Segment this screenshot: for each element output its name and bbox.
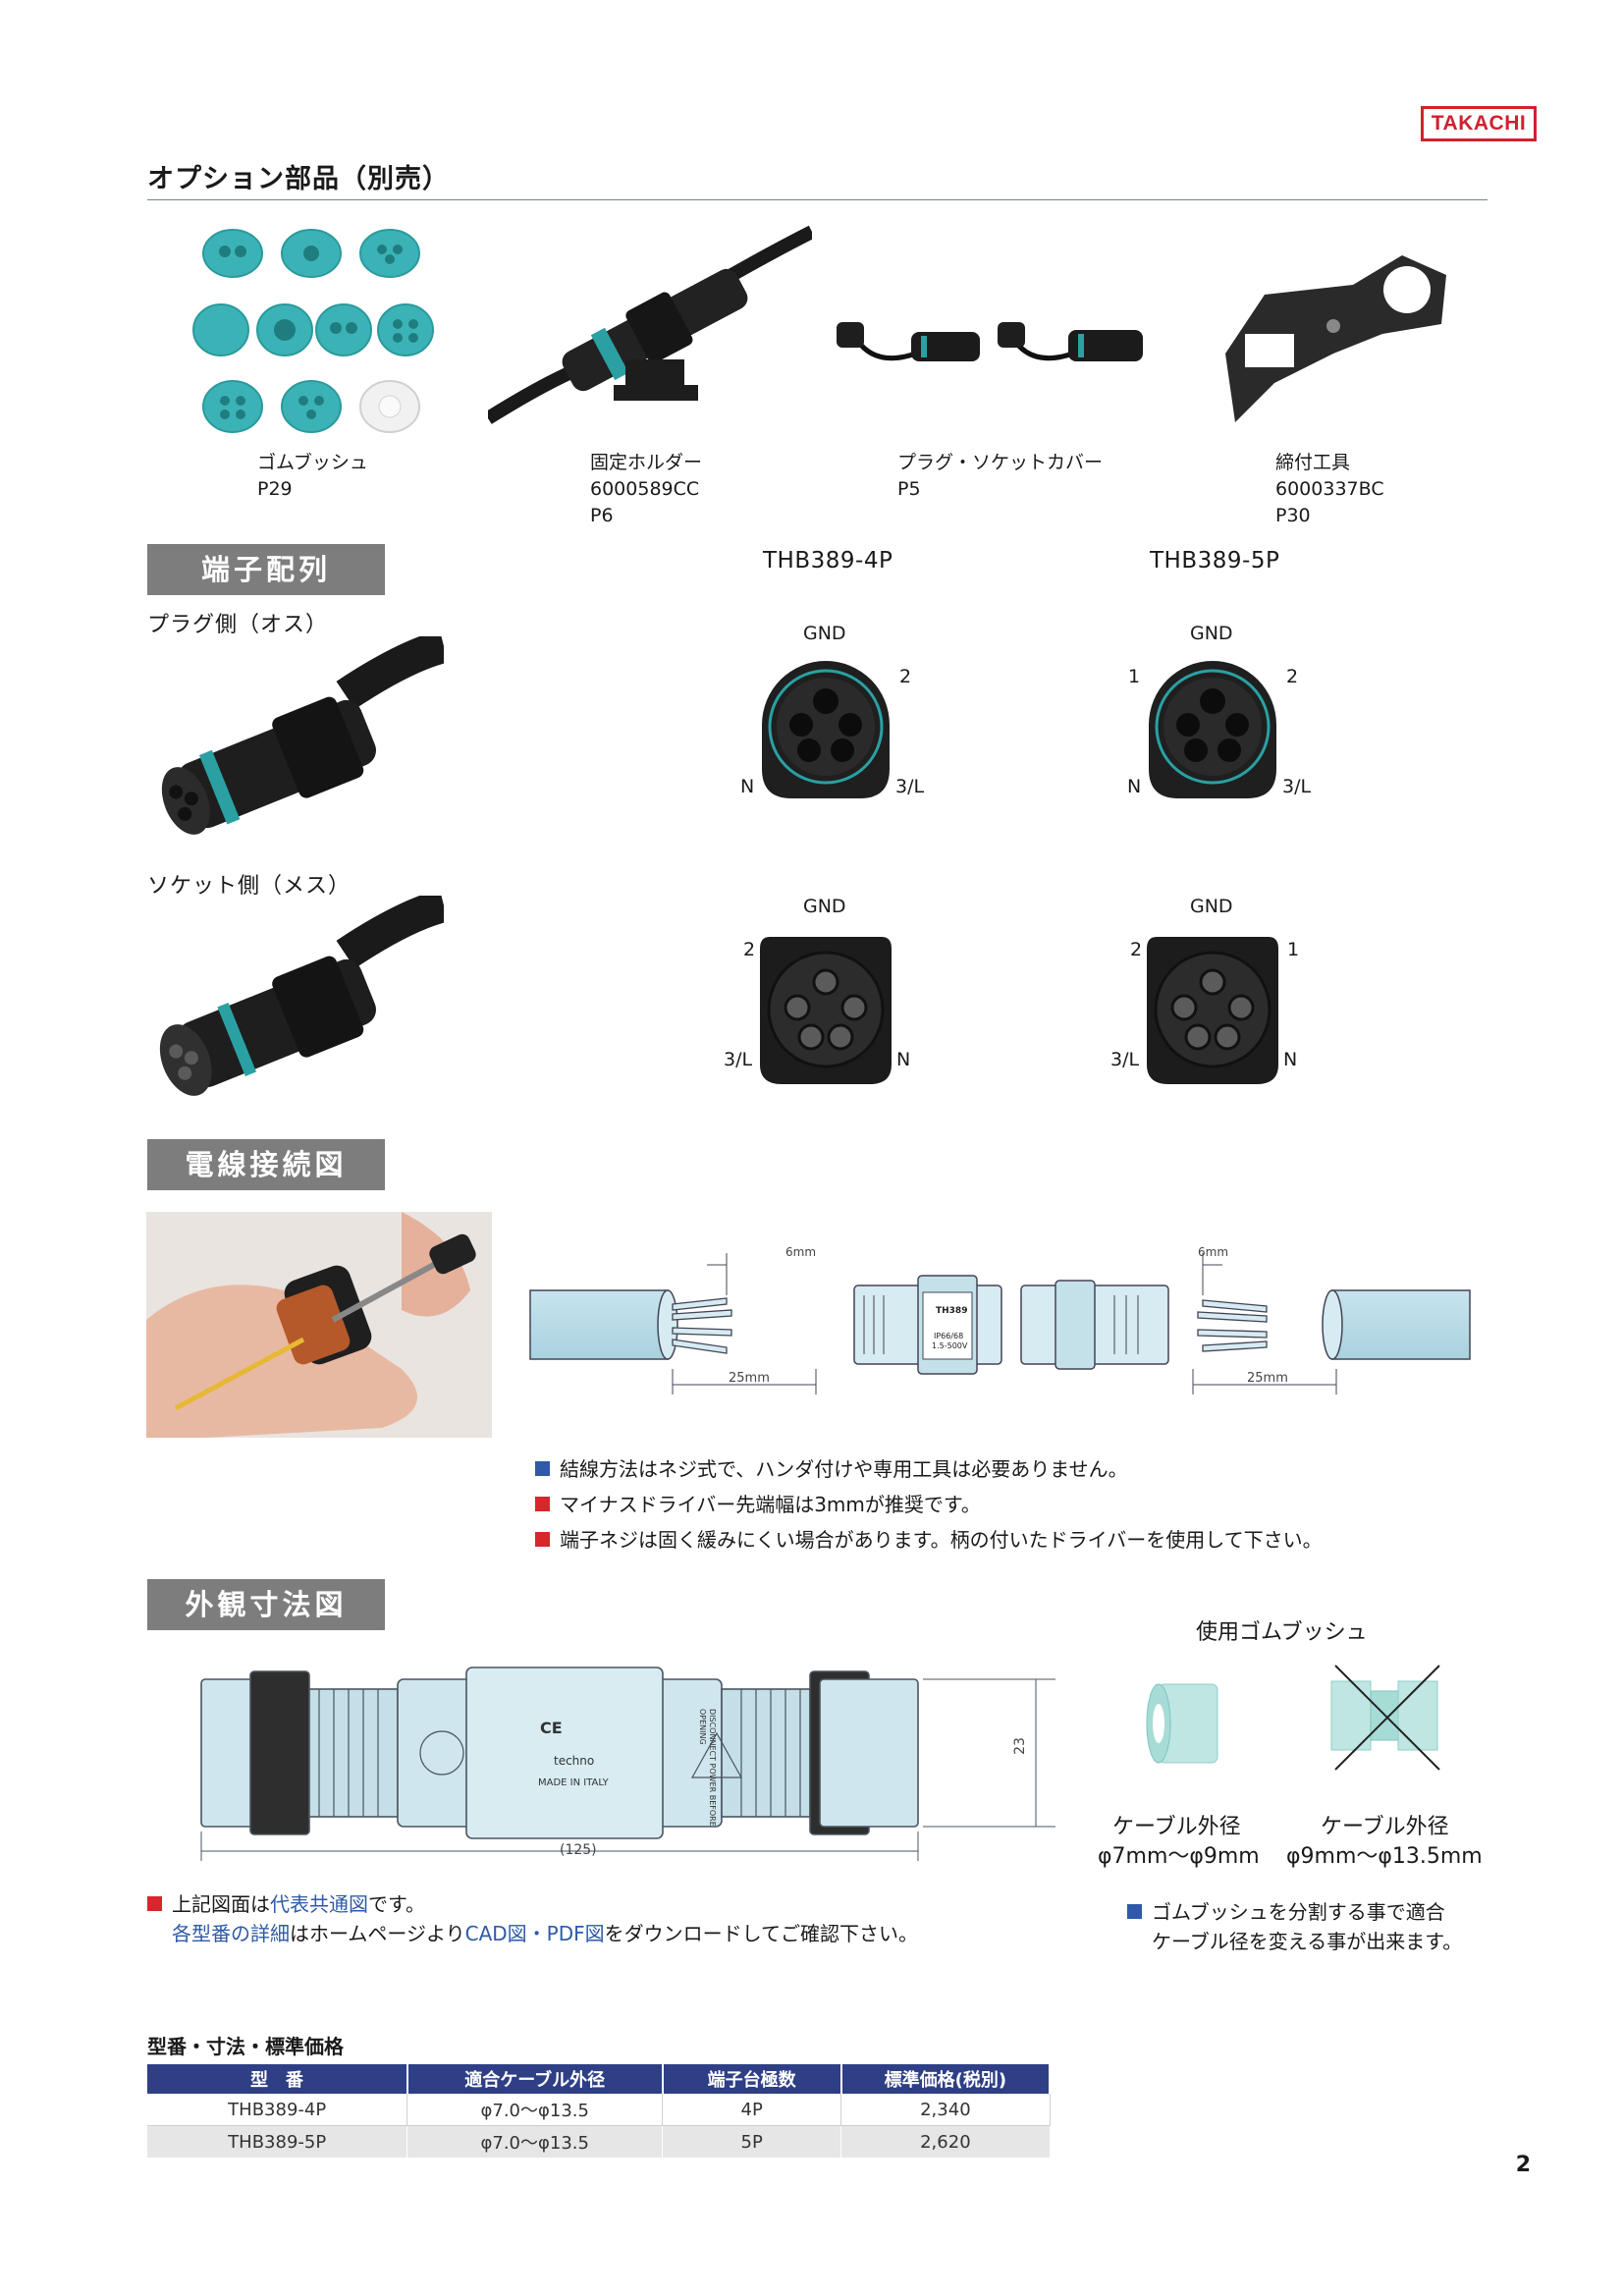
cell-cable: φ7.0～φ13.5 xyxy=(406,2094,664,2126)
cell-model: THB389-4P xyxy=(147,2094,408,2126)
price-table-header: 型 番 適合ケーブル外径 端子台極数 標準価格(税別) xyxy=(147,2064,1052,2094)
plug-4p-n-label: N xyxy=(740,776,755,797)
col-header-poles: 端子台極数 xyxy=(662,2064,842,2094)
connector-label-model: TH389 xyxy=(936,1306,968,1316)
bushing-right-range: φ9mm～φ13.5mm xyxy=(1286,1844,1483,1869)
fixing-holder-photo xyxy=(488,222,812,448)
title-rule xyxy=(147,199,1488,200)
socket-4p-face xyxy=(760,937,892,1084)
bullet-red-square xyxy=(535,1497,550,1511)
bullet-blue-square xyxy=(1127,1904,1142,1919)
ce-mark: CE xyxy=(540,1719,563,1737)
col-header-price: 標準価格(税別) xyxy=(840,2064,1052,2094)
warning-mark: DISCONNECT POWER BEFORE OPENING xyxy=(698,1709,717,1827)
socket-5p-face xyxy=(1147,937,1278,1084)
bushing-left-label: ケーブル外径 xyxy=(1112,1815,1241,1839)
plug-4p-pin2-label: 2 xyxy=(899,666,912,687)
cell-poles: 5P xyxy=(662,2125,842,2158)
bushing-left-range: φ7mm～φ9mm xyxy=(1098,1844,1260,1869)
socket-4p-n-label: N xyxy=(896,1049,911,1070)
bushing-note-2: ケーブル径を変える事が出来ます。 xyxy=(1152,1930,1463,1953)
plug-5p-pin2-label: 2 xyxy=(1286,666,1299,687)
page-number: 2 xyxy=(1515,2153,1531,2177)
wiring-note-3: 端子ネジは固く緩みにくい場合があります。柄の付いたドライバーを使用して下さい。 xyxy=(535,1522,1323,1558)
socket-5p-pin1-label: 1 xyxy=(1287,939,1300,960)
model-5p-title: THB389-5P xyxy=(1150,548,1280,574)
bushing-split-drawing xyxy=(1330,1665,1440,1771)
table-row: THB389-5P φ7.0～φ13.5 5P 2,620 xyxy=(147,2125,1051,2158)
socket-4p-3l-label: 3/L xyxy=(724,1049,753,1070)
plug-4p-face xyxy=(762,661,890,798)
brand-logo: TAKACHI xyxy=(1421,106,1537,141)
bushing-note-1: ゴムブッシュを分割する事で適合 xyxy=(1127,1897,1445,1927)
plug-5p-pin1-label: 1 xyxy=(1128,666,1141,687)
plug-5p-face xyxy=(1149,661,1276,798)
socket-photo xyxy=(159,896,444,1096)
socket-5p-pin2-label: 2 xyxy=(1130,939,1143,960)
socket-4p-gnd-label: GND xyxy=(803,896,846,917)
bushing-small-drawing xyxy=(1146,1683,1218,1764)
section-header-wiring: 電線接続図 xyxy=(147,1139,385,1190)
wiring-note-1: 結線方法はネジ式で、ハンダ付けや専用工具は必要ありません。 xyxy=(535,1451,1128,1487)
price-table-title: 型番・寸法・標準価格 xyxy=(147,2035,344,2058)
strip-length-right: 6mm xyxy=(1198,1245,1229,1259)
dimension-note-1: 上記図面は代表共通図です。 xyxy=(147,1889,425,1919)
table-row: THB389-4P φ7.0～φ13.5 4P 2,340 xyxy=(147,2094,1051,2126)
plug-5p-n-label: N xyxy=(1127,776,1142,797)
plug-photo xyxy=(161,636,444,835)
model-4p-title: THB389-4P xyxy=(763,548,893,574)
dimension-note-2: 各型番の詳細はホームページよりCAD図・PDF図をダウンロードしてご確認下さい。 xyxy=(172,1922,919,1945)
cell-model: THB389-5P xyxy=(147,2125,408,2158)
col-header-cable: 適合ケーブル外径 xyxy=(406,2064,664,2094)
plug-side-label: プラグ側（オス） xyxy=(147,613,329,637)
socket-5p-gnd-label: GND xyxy=(1190,896,1233,917)
plug-4p-3l-label: 3/L xyxy=(895,776,925,797)
cell-price: 2,340 xyxy=(840,2094,1051,2126)
section-header-dimensions: 外観寸法図 xyxy=(147,1579,385,1630)
tightening-tool-photo xyxy=(1225,255,1446,422)
price-table: 型 番 適合ケーブル外径 端子台極数 標準価格(税別) THB389-4P φ7… xyxy=(147,2064,1052,2158)
socket-5p-n-label: N xyxy=(1283,1049,1298,1070)
plug-5p-3l-label: 3/L xyxy=(1282,776,1312,797)
bushing-right-label: ケーブル外径 xyxy=(1321,1815,1449,1839)
cell-poles: 4P xyxy=(662,2094,842,2126)
bullet-red-square xyxy=(147,1896,162,1911)
strip-length-left: 6mm xyxy=(785,1245,817,1259)
socket-4p-pin2-label: 2 xyxy=(743,939,756,960)
page-title: オプション部品（別売） xyxy=(147,164,450,194)
wire-length-right: 25mm xyxy=(1247,1371,1288,1386)
col-header-model: 型 番 xyxy=(147,2064,408,2094)
wiring-note-2: マイナスドライバー先端幅は3mmが推奨です。 xyxy=(535,1487,981,1522)
wiring-photo xyxy=(146,1212,492,1438)
bushing-title: 使用ゴムブッシュ xyxy=(1196,1620,1368,1645)
dimension-drawing xyxy=(200,1667,1055,1861)
plug-socket-cover-photo xyxy=(837,322,1143,361)
rubber-bushing-photo xyxy=(192,229,434,433)
techno-mark: techno xyxy=(554,1754,595,1768)
socket-5p-3l-label: 3/L xyxy=(1110,1049,1140,1070)
made-in-italy-mark: MADE IN ITALY xyxy=(538,1777,609,1788)
dimension-height: 23 xyxy=(1011,1737,1028,1755)
connector-label-rating: 1.5-500V xyxy=(932,1341,968,1350)
section-header-pin-layout: 端子配列 xyxy=(147,544,385,595)
cell-price: 2,620 xyxy=(840,2125,1051,2158)
wiring-diagram xyxy=(529,1253,1471,1394)
connector-label-ip: IP66/68 xyxy=(934,1332,964,1340)
socket-side-label: ソケット側（メス） xyxy=(147,874,352,899)
dimension-length: (125) xyxy=(560,1842,597,1858)
bullet-blue-square xyxy=(535,1461,550,1476)
cell-cable: φ7.0～φ13.5 xyxy=(406,2125,664,2158)
wire-length-left: 25mm xyxy=(729,1371,770,1386)
bullet-red-square xyxy=(535,1532,550,1547)
plug-4p-gnd-label: GND xyxy=(803,623,846,644)
plug-5p-gnd-label: GND xyxy=(1190,623,1233,644)
